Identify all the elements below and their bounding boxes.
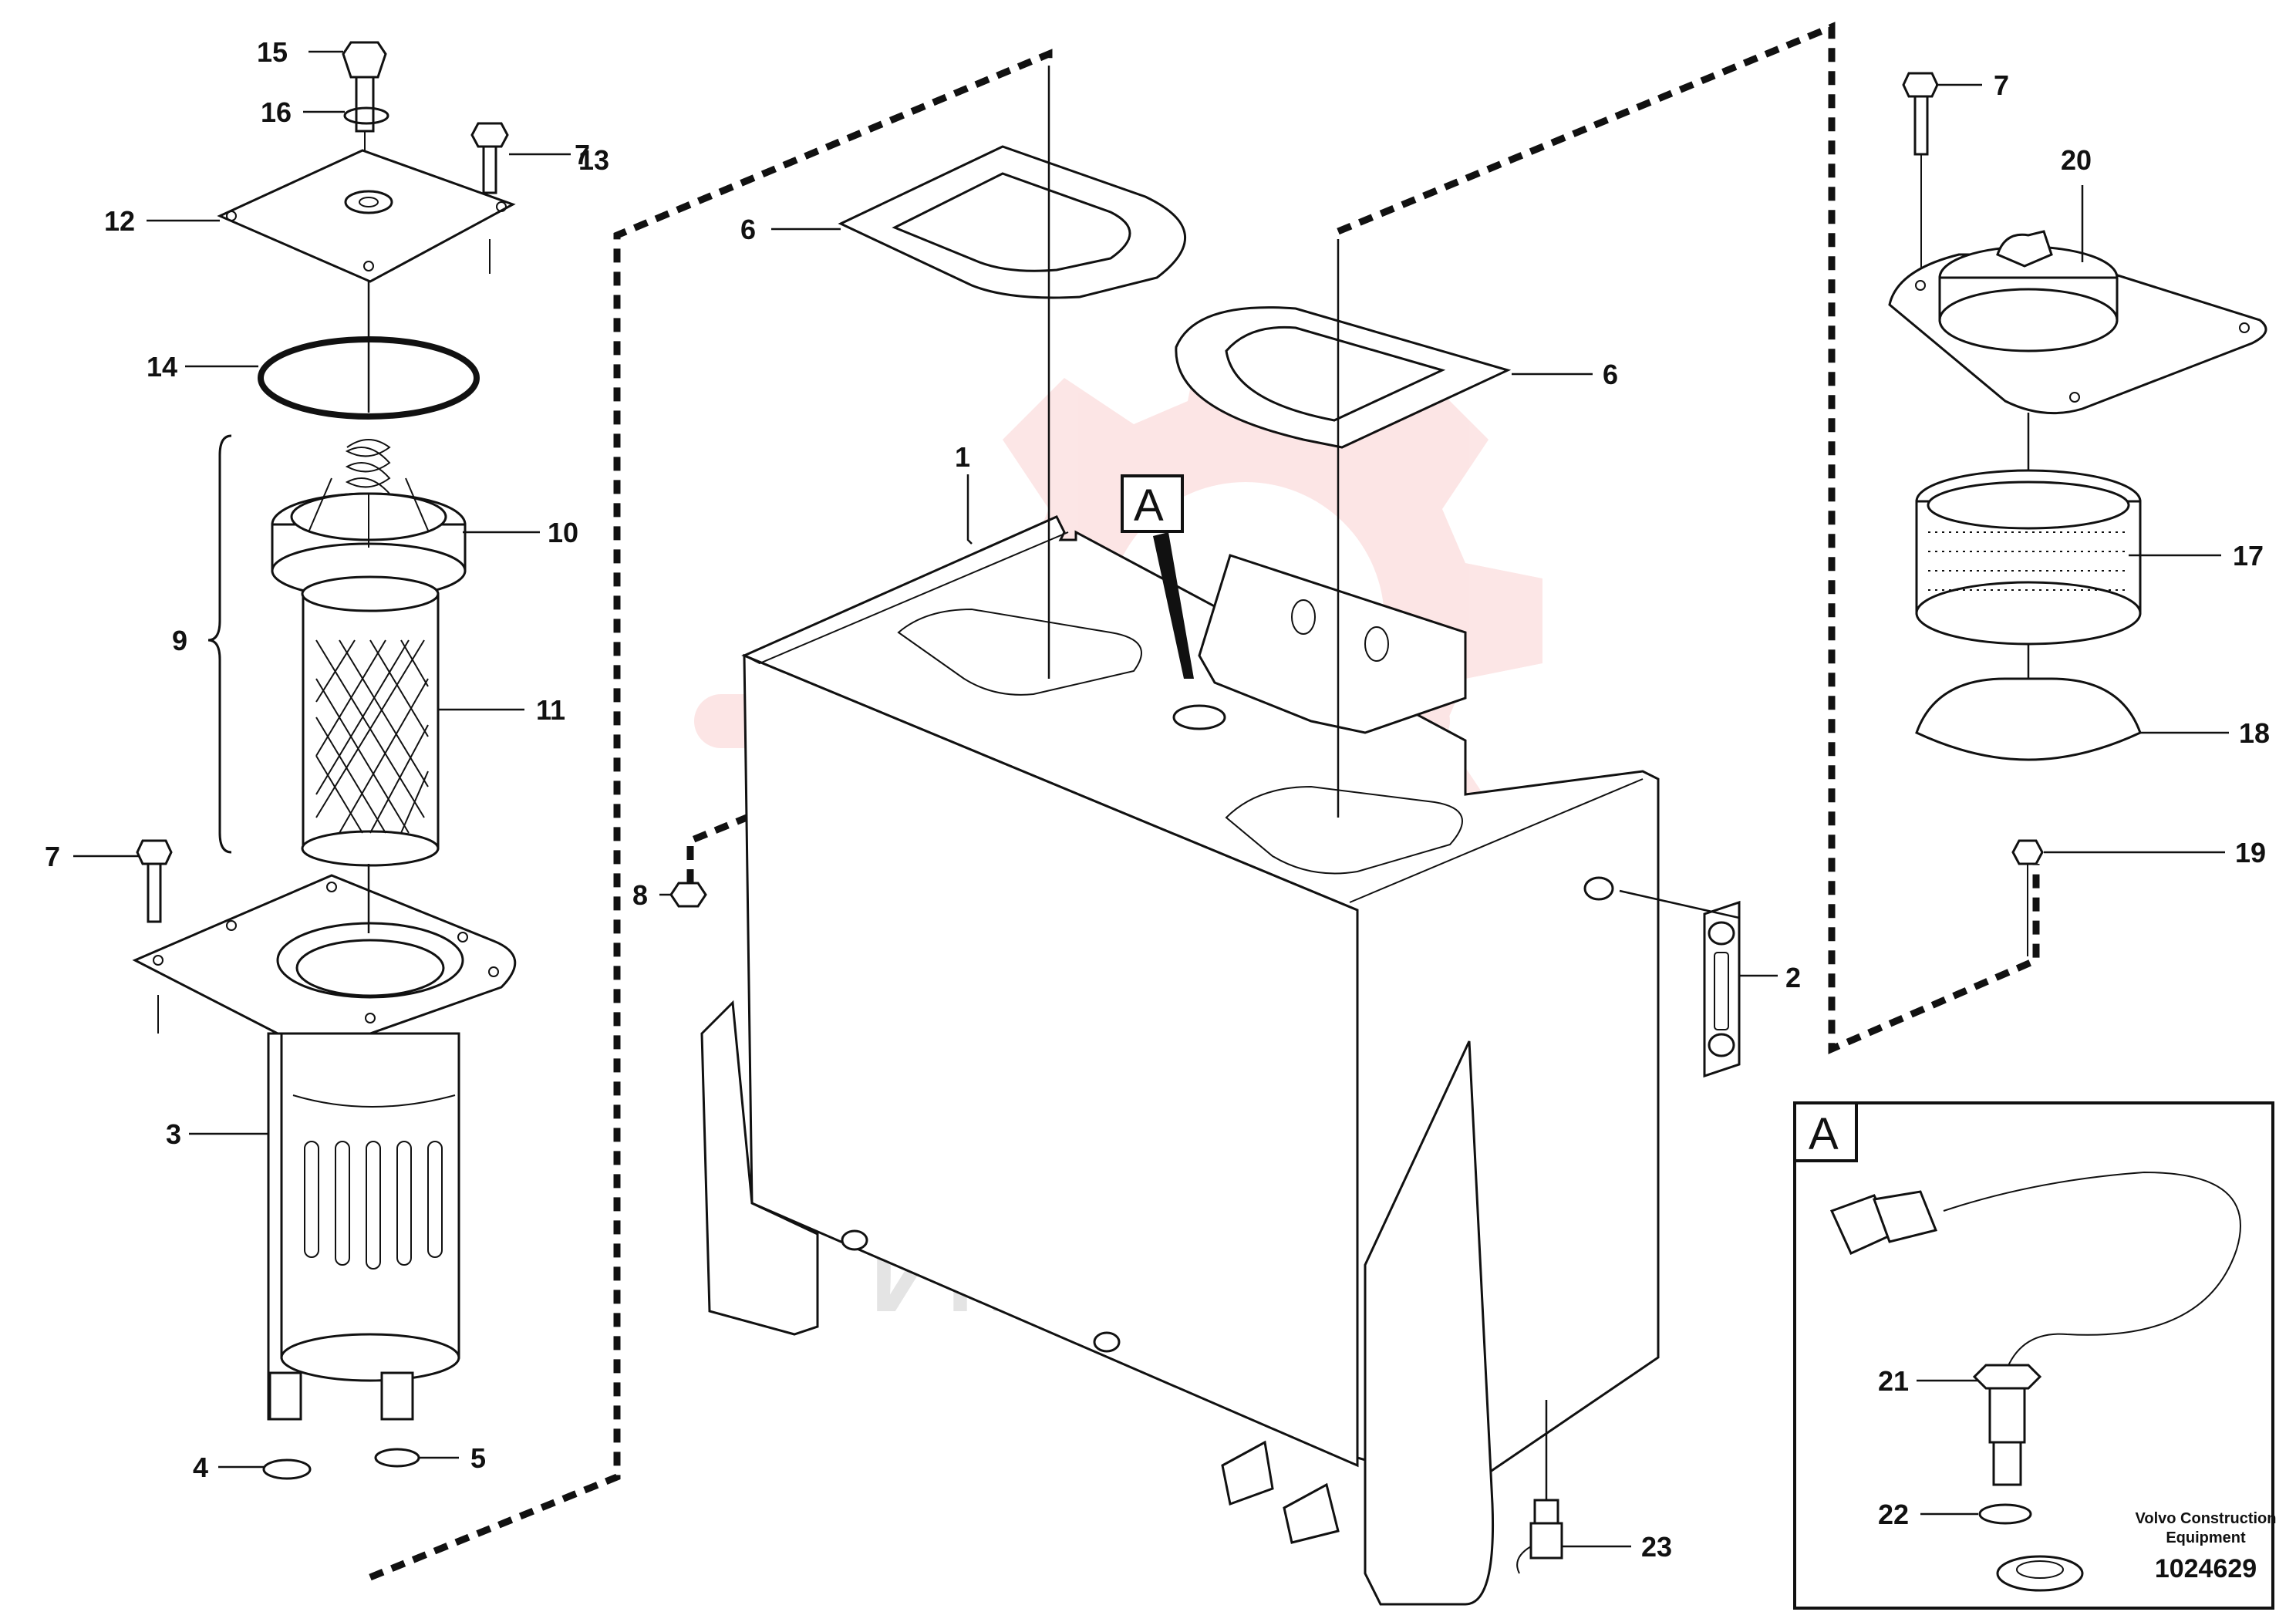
bolt-13-drawing xyxy=(470,122,509,274)
callout-19: 19 xyxy=(2235,837,2266,868)
o-ring-16-drawing xyxy=(343,106,389,125)
callout-7-left: 7 xyxy=(45,841,60,872)
callout-14: 14 xyxy=(147,351,177,383)
callout-21: 21 xyxy=(1878,1365,1909,1397)
callout-8: 8 xyxy=(632,879,648,911)
dashed-frame-right xyxy=(1337,22,2040,1054)
callout-10: 10 xyxy=(548,517,578,548)
callout-13: 13 xyxy=(578,144,609,176)
callout-6-lower: 6 xyxy=(1603,359,1618,390)
detail-a-marker-label: A xyxy=(1134,481,1164,531)
filter-head-10-drawing xyxy=(271,439,467,599)
callout-3: 3 xyxy=(166,1118,181,1150)
callout-9: 9 xyxy=(172,625,187,656)
breather-cover-20-drawing xyxy=(1888,230,2267,415)
callout-11: 11 xyxy=(536,694,565,726)
callout-1: 1 xyxy=(955,441,970,473)
callout-7-right: 7 xyxy=(1994,69,2009,101)
publisher-brand: Volvo Construction xyxy=(2136,1510,2277,1527)
gasket-6-lower-drawing xyxy=(1175,306,1512,449)
callout-4: 4 xyxy=(193,1452,208,1483)
callout-18: 18 xyxy=(2239,717,2270,749)
temperature-sensor-21-drawing xyxy=(1829,1171,2241,1486)
tank-1-drawing xyxy=(700,515,1660,1606)
bolt-15-drawing xyxy=(342,41,387,208)
o-ring-4-drawing xyxy=(262,1458,312,1480)
level-gauge-2-drawing xyxy=(1703,900,1741,1078)
callout-12: 12 xyxy=(104,205,135,237)
drawing-number: 1024629 xyxy=(2155,1554,2257,1583)
callout-16: 16 xyxy=(261,96,292,128)
bracket-9-drawing xyxy=(207,434,232,854)
detail-a-tag xyxy=(1793,1101,1858,1162)
publisher-equipment: Equipment xyxy=(2166,1529,2246,1546)
drain-plug-23-drawing xyxy=(1516,1499,1563,1574)
dashed-frame-left xyxy=(369,49,1053,1581)
gasket-6-upper-drawing xyxy=(838,145,1186,299)
callout-23: 23 xyxy=(1641,1531,1672,1563)
callout-15: 15 xyxy=(257,36,288,68)
bolt-7-right-drawing xyxy=(1902,72,1939,278)
o-ring-22-drawing xyxy=(1978,1503,2032,1525)
callout-17: 17 xyxy=(2233,540,2264,572)
baffle-18-drawing xyxy=(1915,677,2142,761)
detail-a-marker-box xyxy=(1121,474,1184,533)
detail-a-inset-label: A xyxy=(1809,1109,1839,1159)
filter-housing-3-drawing xyxy=(267,1032,460,1421)
o-ring-5-drawing xyxy=(374,1448,420,1468)
callout-20: 20 xyxy=(2061,144,2092,176)
callout-6-upper: 6 xyxy=(740,214,756,245)
nut-8-drawing xyxy=(669,882,707,908)
callout-7-left-top: 7 xyxy=(575,139,590,170)
screen-17-drawing xyxy=(1915,469,2142,646)
mounting-flange-drawing xyxy=(132,874,517,1035)
callout-2: 2 xyxy=(1785,962,1801,993)
leader-lines xyxy=(73,50,2229,1548)
adapter-nut-drawing xyxy=(1996,1555,2084,1592)
callout-22: 22 xyxy=(1878,1499,1909,1530)
bolt-7-left-drawing xyxy=(136,839,173,1034)
filter-element-11-drawing xyxy=(301,575,440,867)
cover-plate-12-drawing xyxy=(217,149,516,283)
callout-5: 5 xyxy=(470,1442,486,1474)
bolt-19-drawing xyxy=(2011,839,2044,956)
